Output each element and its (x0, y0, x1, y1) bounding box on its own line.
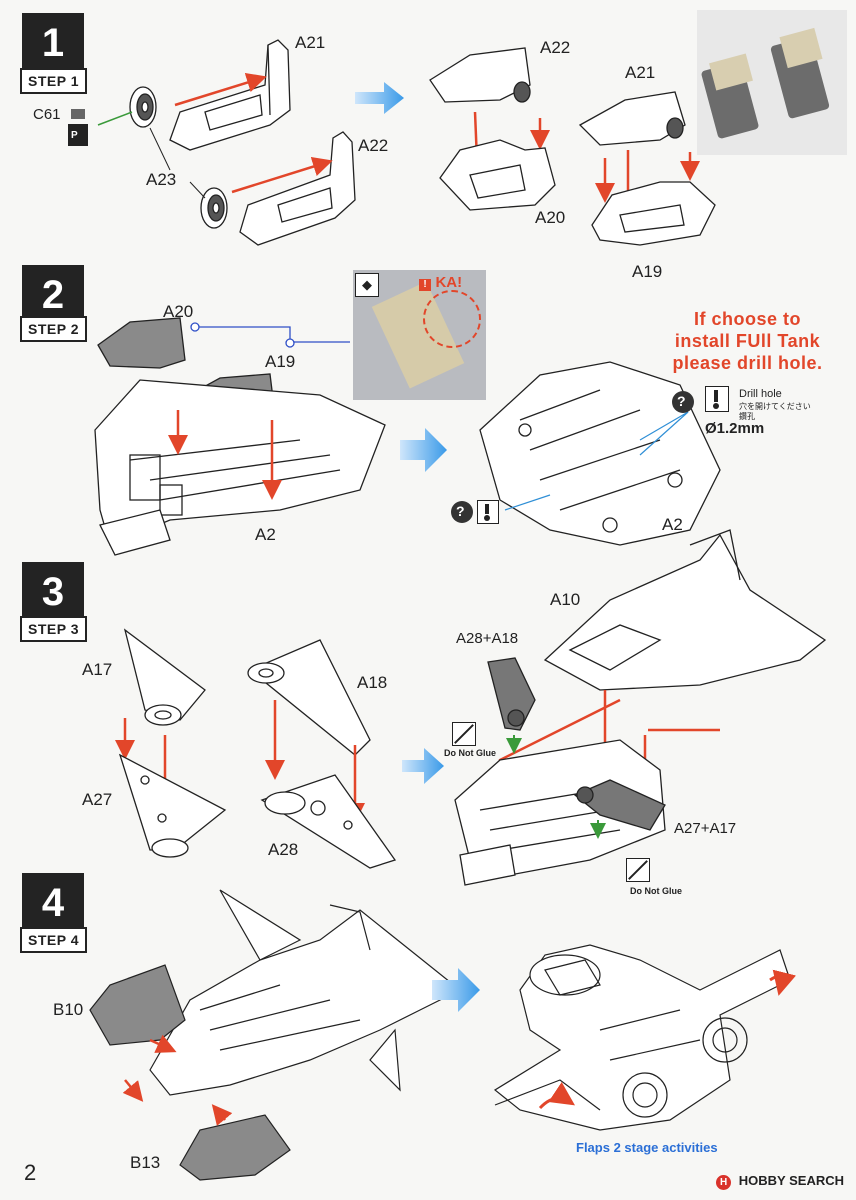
label-a28: A28 (268, 840, 299, 859)
wheel-a23-top (129, 86, 157, 128)
drill-icon-bottom (477, 500, 499, 524)
label-a17: A17 (82, 660, 113, 679)
drill-bit-icon-bottom (485, 504, 489, 514)
drill-hole-dot-icon (713, 403, 719, 409)
step-4-number: 4 (22, 873, 84, 933)
paint-p-icon: P (68, 124, 88, 146)
drill-hole-jp: 穴を開けてください (739, 402, 811, 411)
label-a27-a17: A27+A17 (674, 820, 737, 837)
label-b13: B13 (130, 1153, 161, 1172)
warning-icon: ! (419, 279, 431, 291)
drill-dot-icon-bottom (484, 515, 490, 521)
ka-badge: ! KA! (419, 274, 462, 292)
no-glue-slash-1 (454, 724, 474, 744)
label-a22-left: A22 (358, 136, 389, 155)
step2-detail-photo: ! KA! ◆ (353, 270, 486, 400)
drill-hole-label: Drill hole (739, 388, 782, 400)
c61-swatch (71, 109, 85, 119)
step-3-label: STEP 3 (20, 616, 87, 642)
wheel-a23-bottom (200, 187, 228, 229)
question-icon-bottom: ? (456, 503, 465, 519)
label-a20: A20 (535, 208, 566, 227)
watermark: H HOBBY SEARCH (716, 1173, 844, 1190)
label-a2-right: A2 (662, 515, 683, 534)
label-a19-step2: A19 (265, 352, 296, 371)
label-a21-right: A21 (625, 63, 656, 82)
drill-note-line-1: If choose to (693, 309, 801, 329)
watermark-text: HOBBY SEARCH (738, 1173, 844, 1188)
label-a21-left: A21 (295, 33, 326, 52)
drill-hole-cn: 鑽孔 (739, 412, 755, 421)
label-a28-a18: A28+A18 (456, 630, 519, 647)
no-glue-slash-2 (628, 860, 648, 880)
drill-size: Ø1.2mm (705, 420, 765, 437)
do-not-glue-label-1: Do Not Glue (444, 748, 496, 758)
step1-reference-photo (697, 10, 847, 155)
flaps-caption: Flaps 2 stage activities (576, 1140, 718, 1155)
label-a10: A10 (550, 590, 581, 609)
step-4-label: STEP 4 (20, 927, 87, 953)
label-a18: A18 (357, 673, 388, 692)
step-2-label: STEP 2 (20, 316, 87, 342)
label-b10: B10 (53, 1000, 84, 1019)
drill-icon (705, 386, 729, 412)
click-fit-icon: ◆ (355, 273, 379, 297)
drill-note-line-3: please drill hole. (672, 353, 823, 373)
detail-circle (423, 290, 481, 348)
question-icon-top: ? (677, 393, 686, 409)
ka-text: KA! (435, 274, 463, 291)
page-number: 2 (24, 1160, 37, 1185)
no-glue-icon-1 (452, 722, 476, 746)
drill-note: If choose to install FUll Tank please dr… (660, 308, 835, 374)
paint-p-letter: P (71, 130, 78, 141)
step-1-number: 1 (22, 13, 84, 73)
step-1-label: STEP 1 (20, 68, 87, 94)
step1-art (97, 39, 716, 246)
drill-note-line-2: install FUll Tank (674, 331, 821, 351)
label-c61: C61 (33, 106, 61, 123)
label-a22-right: A22 (540, 38, 571, 57)
step-2-number: 2 (22, 265, 84, 325)
step3-art (115, 529, 827, 886)
label-a23: A23 (146, 170, 177, 189)
drill-bit-icon (714, 390, 718, 402)
label-a2-left: A2 (255, 525, 276, 544)
no-glue-icon-2 (626, 858, 650, 882)
label-a20-step2: A20 (163, 302, 194, 321)
label-a27: A27 (82, 790, 113, 809)
step-3-number: 3 (22, 562, 84, 622)
step2-art (94, 317, 721, 556)
watermark-badge-icon: H (716, 1175, 732, 1190)
label-a19: A19 (632, 262, 663, 281)
step4-art (89, 889, 797, 1181)
do-not-glue-label-2: Do Not Glue (630, 886, 682, 896)
